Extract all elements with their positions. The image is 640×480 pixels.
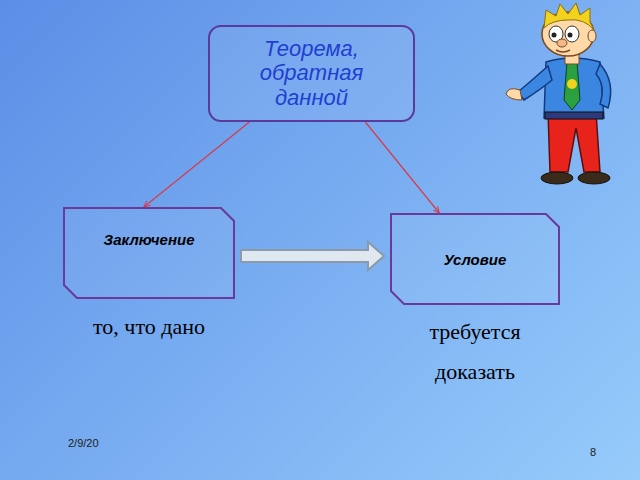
cartoon-man: [506, 3, 611, 184]
cartoon-part: [506, 89, 522, 100]
cartoon-part: [544, 58, 604, 118]
box-border: [209, 26, 414, 121]
cartoon-part: [578, 172, 610, 184]
cartoon-part: [567, 79, 577, 89]
box-border: [391, 214, 559, 304]
cartoon-part: [548, 112, 600, 172]
cartoon-part: [544, 3, 594, 30]
block-arrow: [241, 242, 384, 270]
cartoon-part: [568, 33, 573, 38]
box-text: Заключение: [71, 231, 227, 248]
date-stamp: 2/9/20: [68, 436, 128, 450]
condition-box: Условие: [390, 213, 560, 305]
conclusion-box: Заключение: [63, 207, 235, 299]
box-text: Условие: [398, 251, 552, 268]
box-text: Теорема, обратная данной: [232, 37, 391, 111]
slide-number: 8: [590, 445, 620, 459]
prove-note: требуется доказать: [395, 312, 555, 392]
cartoon-part: [588, 30, 596, 42]
connector-line: [144, 122, 250, 207]
cartoon-part: [556, 50, 570, 52]
cartoon-part: [565, 26, 579, 42]
box-outline: [63, 207, 235, 299]
cartoon-part: [552, 33, 557, 38]
theorem-box: Теорема, обратная данной: [208, 25, 415, 122]
given-note: то, что дано: [63, 312, 235, 342]
cartoon-part: [518, 66, 552, 100]
connector-line: [365, 122, 439, 213]
cartoon-part: [596, 64, 611, 108]
box-border: [64, 208, 234, 298]
cartoon-part: [541, 172, 573, 184]
cartoon-part: [545, 112, 603, 119]
cartoon-part: [557, 39, 567, 47]
cartoon-part: [564, 62, 580, 110]
